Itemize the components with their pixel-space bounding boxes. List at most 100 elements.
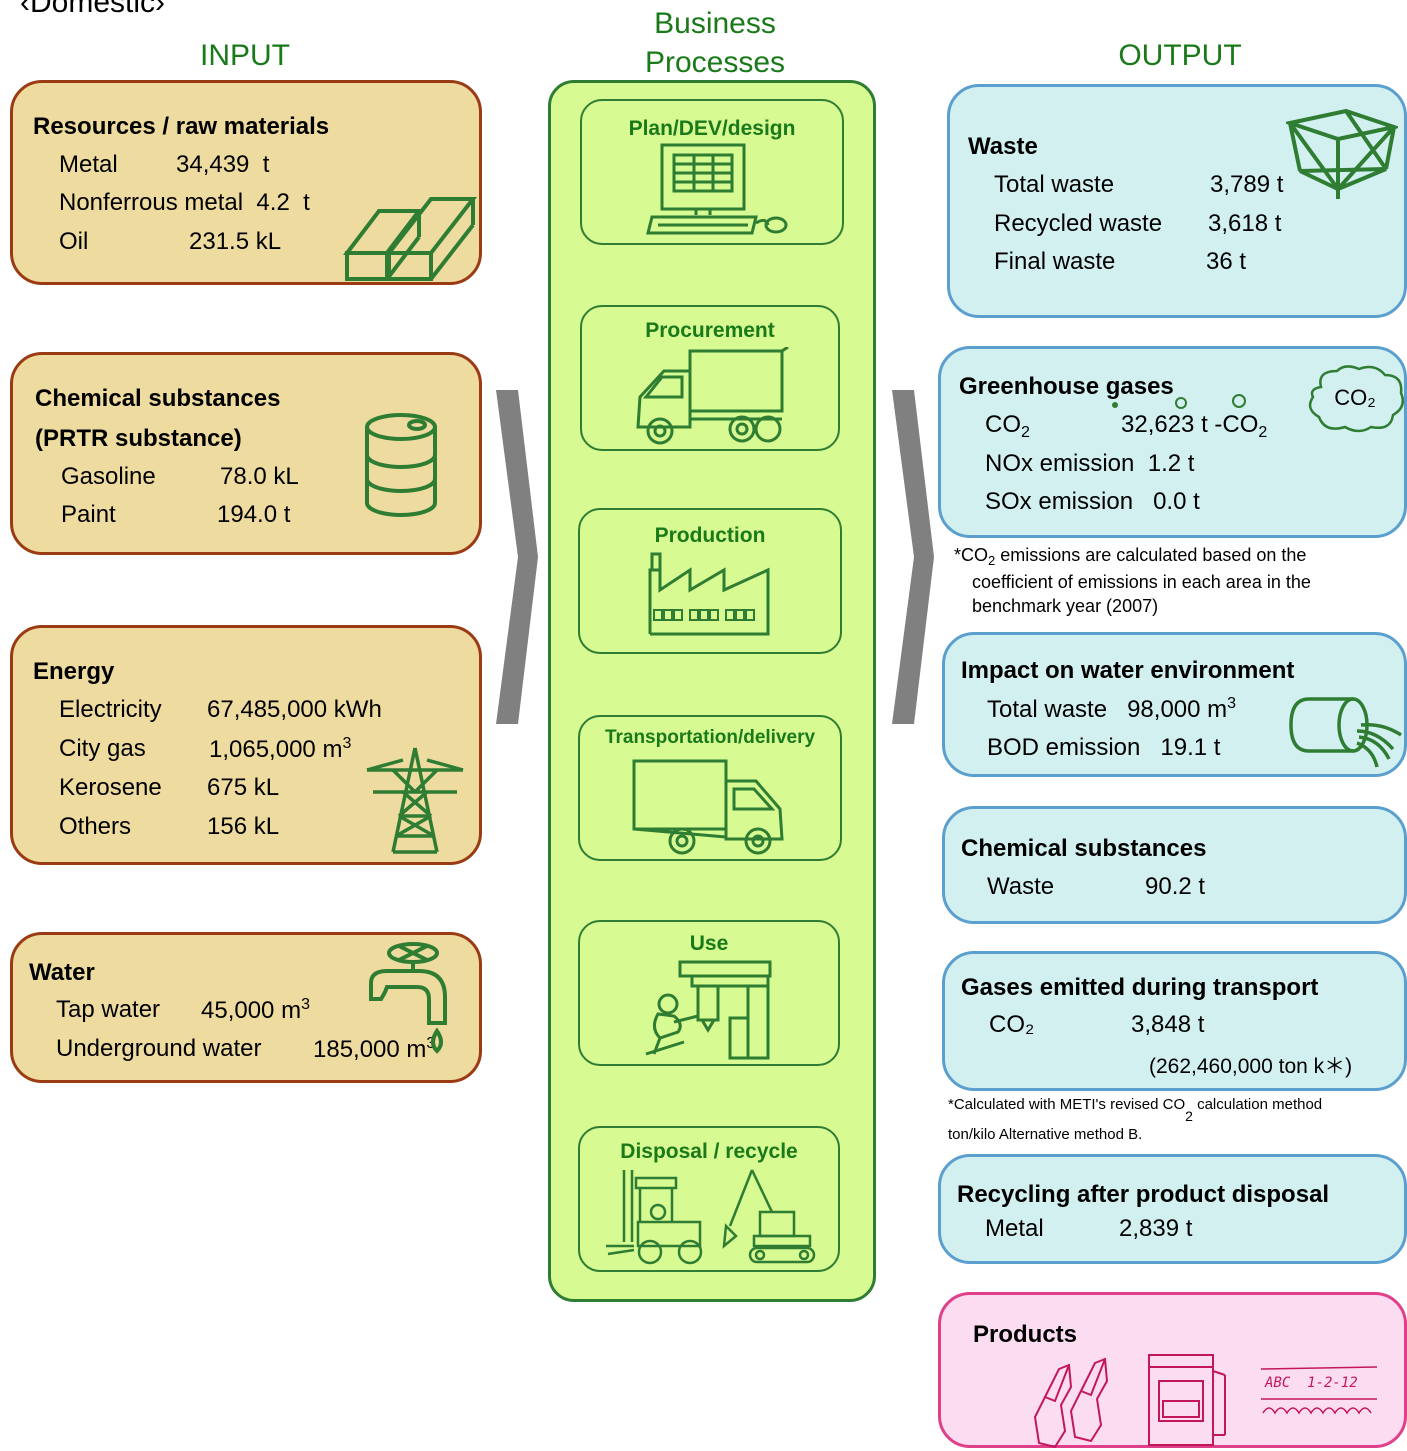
row-value: 98,000 m bbox=[1127, 696, 1228, 723]
transport-title: Gases emitted during transport bbox=[961, 974, 1319, 1001]
row-value: 3,848 bbox=[1131, 1011, 1192, 1038]
water-row-tap: Tap water bbox=[56, 996, 160, 1024]
process-title: Plan/DEV/design bbox=[628, 117, 796, 140]
transport-row-co2-value: 3,848 t bbox=[1131, 1011, 1204, 1039]
row-label: Underground water bbox=[56, 1035, 262, 1062]
worker-machine-icon bbox=[644, 958, 774, 1062]
row-sub: 2 bbox=[1258, 424, 1268, 441]
row-tonk: (262,460,000 ton k＊) bbox=[1149, 1055, 1353, 1078]
transport-row-co2-label: CO₂ bbox=[989, 1011, 1034, 1039]
metal-parts-icon bbox=[1025, 1357, 1135, 1449]
bubbles-icon bbox=[1111, 393, 1251, 417]
row-sup: 3 bbox=[342, 735, 352, 752]
row-sup: 3 bbox=[426, 1035, 436, 1052]
water-environment-box: Impact on water environment Total waste … bbox=[942, 632, 1407, 777]
row-unit: t bbox=[1276, 171, 1284, 198]
row-value: 231.5 kL bbox=[189, 228, 282, 255]
business-header-line1: Business bbox=[654, 7, 776, 40]
row-value: 3,618 bbox=[1208, 210, 1269, 237]
waste-row-final-value: 36 t bbox=[1206, 248, 1246, 276]
chemical-input-title-line1: Chemical substances bbox=[35, 385, 281, 412]
output-chevron-arrow bbox=[892, 390, 936, 724]
output-header: OUTPUT bbox=[1118, 39, 1242, 72]
row-value: 67,485,000 kWh bbox=[207, 696, 382, 723]
row-label: Kerosene bbox=[59, 774, 162, 801]
row-unit: t bbox=[1274, 210, 1282, 237]
process-title: Production bbox=[654, 524, 766, 547]
row-value: 2,839 bbox=[1119, 1215, 1180, 1242]
metal-ingots-icon bbox=[339, 193, 479, 283]
row-unit: t bbox=[1197, 1011, 1205, 1038]
process-disposal-recycle: Disposal / recycle bbox=[578, 1126, 840, 1272]
row-label: Recycled waste bbox=[994, 210, 1163, 237]
energy-row-citygas-value: 1,065,000 m3 bbox=[209, 735, 351, 764]
input-header: INPUT bbox=[200, 39, 290, 72]
row-value: 32,623 bbox=[1121, 411, 1195, 438]
process-plan-dev-design: Plan/DEV/design bbox=[580, 99, 844, 245]
ghg-title: Greenhouse gases bbox=[959, 373, 1174, 400]
chemical-output-box: Chemical substances Waste 90.2 t bbox=[942, 806, 1407, 924]
resources-box: Resources / raw materials Metal 34,439 t… bbox=[10, 80, 482, 285]
resources-row-nonferrous: Nonferrous metal 4.2 t bbox=[59, 189, 310, 217]
waste-row-recycled-value: 3,618 t bbox=[1208, 210, 1281, 238]
chemical-row-gasoline: Gasoline bbox=[61, 463, 156, 491]
greenhouse-gases-box: Greenhouse gases CO2 32,623 t -CO2 NOx e… bbox=[938, 346, 1407, 538]
computer-icon bbox=[644, 141, 794, 237]
process-production: Production bbox=[578, 508, 842, 654]
water-box: Water Tap water 45,000 m3 Underground wa… bbox=[10, 932, 482, 1083]
row-label: Electricity bbox=[59, 696, 162, 723]
press-machine-icon bbox=[1145, 1351, 1229, 1451]
row-label: Total waste bbox=[987, 696, 1108, 723]
business-header-line2: Processes bbox=[644, 46, 786, 79]
note-line1: *CO2 emissions are calculated based on t… bbox=[954, 545, 1307, 568]
row-value: 0.0 bbox=[1153, 488, 1187, 515]
row-unit: t bbox=[1198, 873, 1206, 900]
energy-box: Energy Electricity 67,485,000 kWh City g… bbox=[10, 625, 482, 865]
energy-row-others: Others bbox=[59, 813, 131, 841]
row-label: Others bbox=[59, 813, 132, 840]
resources-row-metal-value: 34,439 t bbox=[176, 151, 269, 179]
row-value: 156 kL bbox=[207, 813, 280, 840]
row-unit: t bbox=[1239, 248, 1247, 275]
process-transportation-delivery: Transportation/delivery bbox=[578, 715, 842, 861]
ghg-row-co2-value: 32,623 t -CO2 bbox=[1121, 411, 1267, 442]
water-row-tap-value: 45,000 m3 bbox=[201, 996, 310, 1025]
row-label: Metal bbox=[985, 1215, 1044, 1242]
chemical-output-row-waste: Waste bbox=[987, 873, 1054, 901]
chemical-input-title-line2: (PRTR substance) bbox=[35, 425, 242, 452]
recycling-row-metal-value: 2,839 t bbox=[1119, 1215, 1192, 1243]
row-value: 4.2 bbox=[256, 189, 290, 216]
note-line3: benchmark year (2007) bbox=[972, 595, 1159, 616]
row-unit: t bbox=[1185, 1215, 1193, 1242]
process-procurement: Procurement bbox=[580, 305, 840, 451]
row-label: Nonferrous metal bbox=[59, 189, 244, 216]
row-value: 1.2 bbox=[1147, 450, 1182, 477]
co2-cloud-icon: CO₂ bbox=[1305, 363, 1407, 435]
process-title: Disposal / recycle bbox=[620, 1140, 798, 1163]
waste-box: Waste Total waste 3,789 t Recycled waste… bbox=[947, 84, 1407, 318]
waste-row-total-value: 3,789 t bbox=[1210, 171, 1283, 199]
recycling-row-metal: Metal bbox=[985, 1215, 1044, 1243]
row-value: 1,065,000 m bbox=[209, 736, 343, 763]
ghg-row-sox: SOx emission 0.0 t bbox=[985, 488, 1200, 516]
transport-row-tonk: (262,460,000 ton k＊) bbox=[1149, 1050, 1352, 1080]
waste-row-final: Final waste bbox=[994, 248, 1115, 276]
waste-title: Waste bbox=[968, 133, 1038, 160]
truck-icon bbox=[632, 347, 792, 447]
chemical-row-paint-value: 194.0 t bbox=[217, 501, 290, 529]
row-value: 45,000 m bbox=[201, 997, 302, 1024]
row-label: NOx emission bbox=[985, 450, 1135, 477]
waste-row-total: Total waste bbox=[994, 171, 1114, 199]
waste-row-recycled: Recycled waste bbox=[994, 210, 1162, 238]
resources-row-oil: Oil bbox=[59, 228, 88, 256]
energy-row-others-value: 156 kL bbox=[207, 813, 279, 841]
row-unit: t bbox=[303, 189, 310, 216]
energy-row-electricity-value: 67,485,000 kWh bbox=[207, 696, 382, 724]
process-title: Procurement bbox=[645, 319, 775, 342]
row-value: 90.2 bbox=[1145, 873, 1192, 900]
drum-barrel-icon bbox=[361, 411, 441, 521]
energy-row-citygas: City gas bbox=[59, 735, 146, 763]
drain-pipe-icon bbox=[1287, 691, 1405, 771]
resources-row-oil-value: 231.5 kL bbox=[189, 228, 281, 256]
domestic-label: ‹Domestic› bbox=[20, 0, 166, 19]
